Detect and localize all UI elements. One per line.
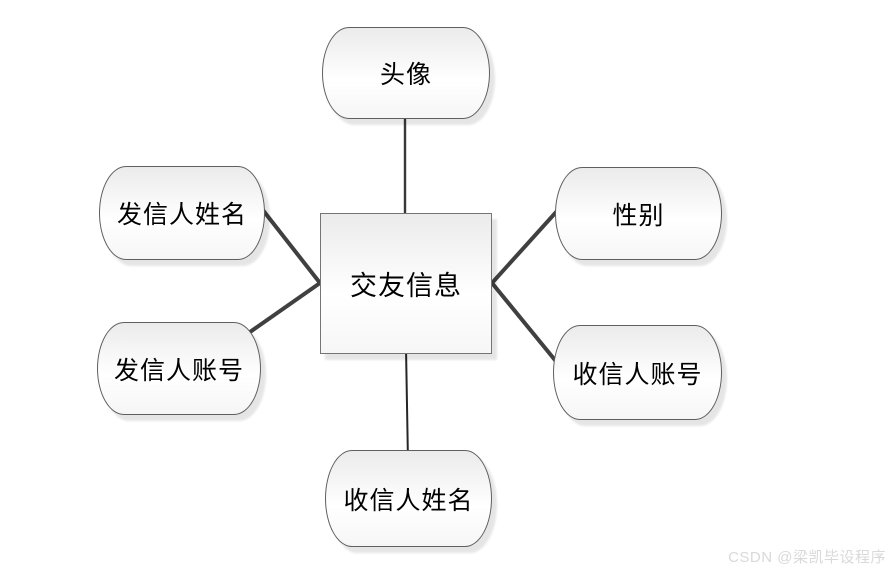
watermark-text: CSDN @梁凯毕设程序 [728, 549, 886, 566]
node-sender-name-label: 发信人姓名 [116, 202, 247, 229]
node-receiver-account-label: 收信人账号 [572, 361, 703, 389]
connector-gender-line [490, 198, 569, 285]
connector-sender-name-line [253, 198, 322, 285]
node-receiver-name-label: 收信人姓名 [343, 487, 474, 515]
node-avatar: 头像 [322, 27, 490, 119]
node-receiver-name: 收信人姓名 [325, 450, 492, 547]
node-gender-label: 性别 [612, 202, 665, 230]
node-entity-center-label: 交友信息 [350, 271, 462, 301]
node-entity-center: 交友信息 [320, 213, 492, 354]
node-sender-name: 发信人姓名 [99, 166, 265, 260]
connector-receiver-name-line [405, 347, 409, 463]
node-sender-account-label: 发信人账号 [113, 357, 244, 385]
node-avatar-label: 头像 [379, 62, 432, 89]
connector-sender-account-line [238, 281, 322, 341]
node-sender-account: 发信人账号 [97, 322, 261, 415]
node-receiver-account: 收信人账号 [553, 325, 722, 420]
node-gender: 性别 [555, 167, 722, 260]
